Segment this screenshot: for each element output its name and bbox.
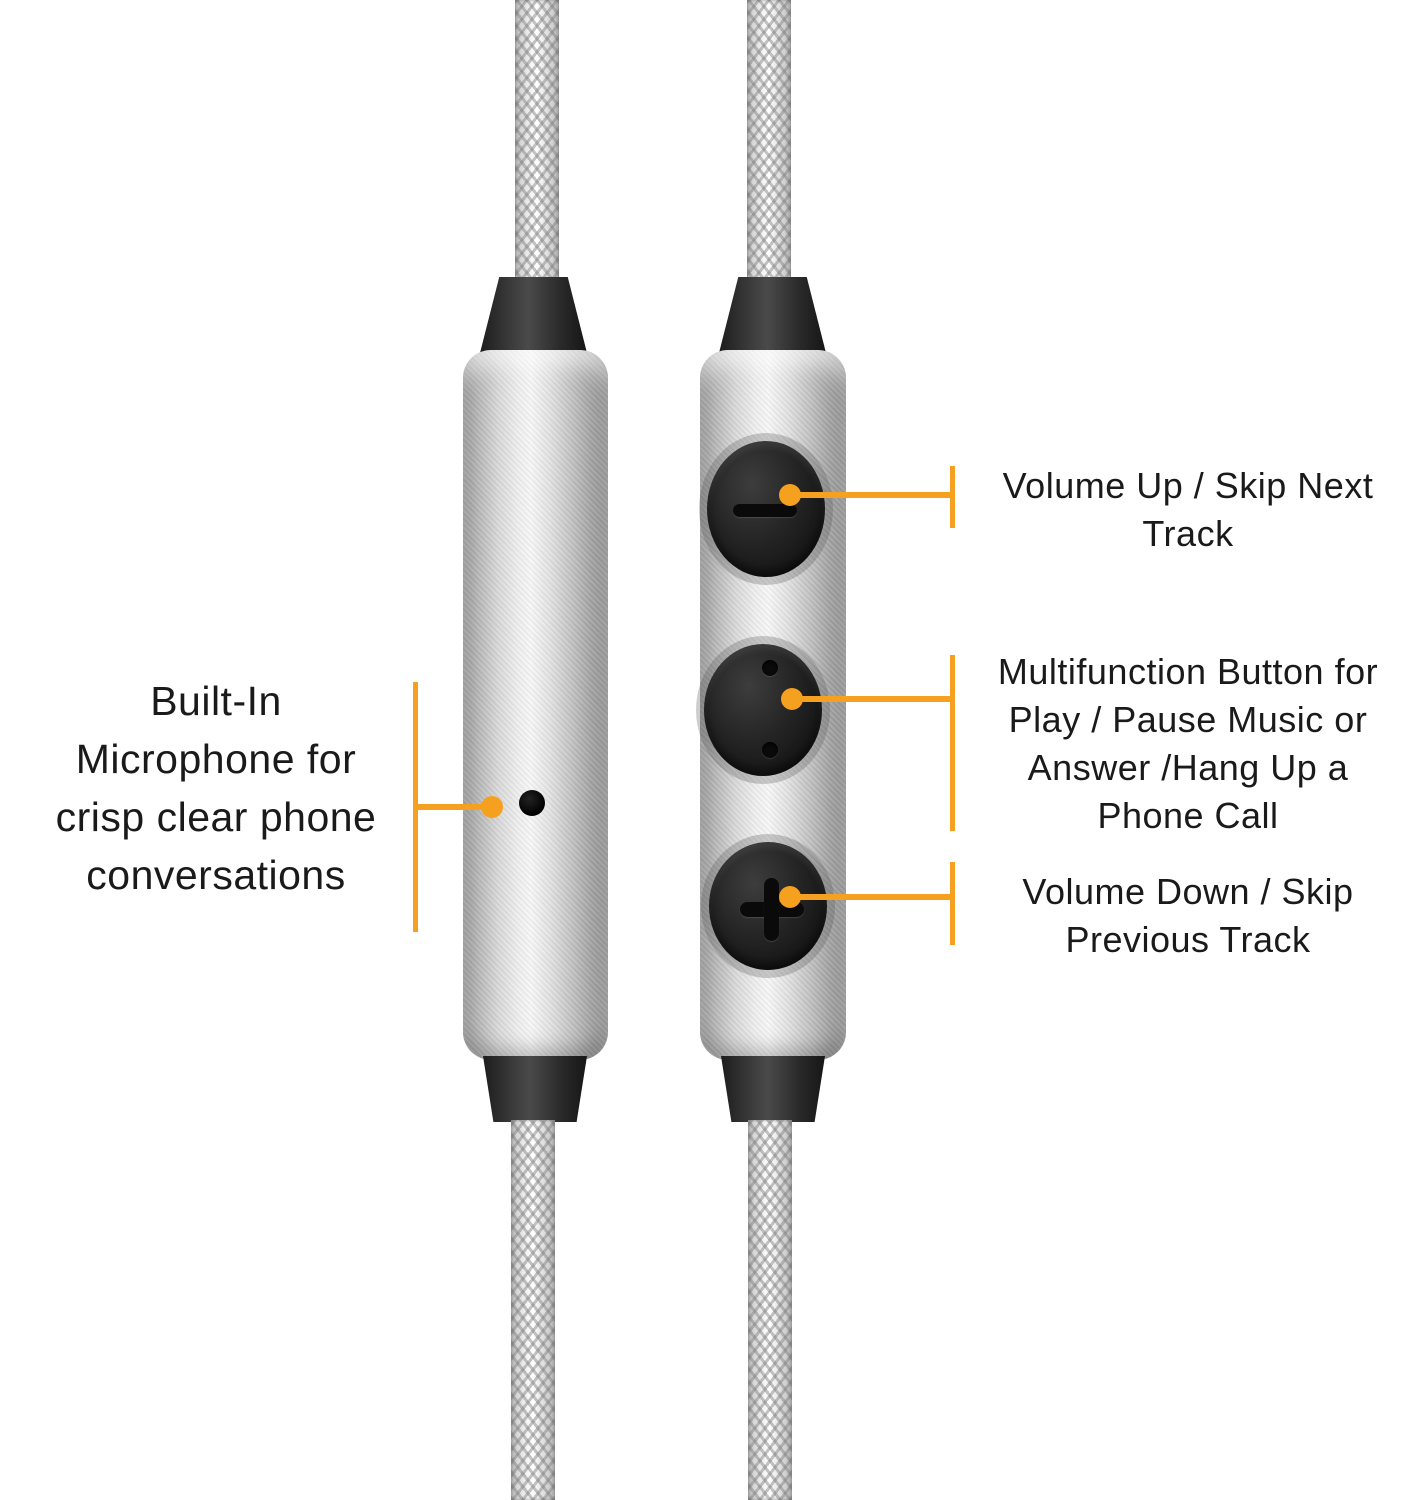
annotation-volume-down-line: Volume Down / Skip <box>1022 871 1354 912</box>
minus-glyph <box>733 504 797 517</box>
annotation-multifunction-line: Answer /Hang Up a <box>1027 747 1349 788</box>
cable-bottom-left <box>511 1120 555 1500</box>
remote-body-left <box>463 350 608 1060</box>
callout-dot-mic <box>481 796 503 818</box>
plus-glyph-vertical <box>764 878 779 941</box>
callout-tick-multifunction <box>950 655 955 831</box>
strain-relief-top-right <box>719 277 826 353</box>
annotation-mic-line: Built-In <box>150 678 282 724</box>
callout-line-mic <box>413 804 485 810</box>
annotation-mic-line: Microphone for <box>75 736 357 782</box>
callout-line-volume-down <box>790 894 950 900</box>
annotation-mic: Built-In Microphone for crisp clear phon… <box>22 672 410 904</box>
annotation-multifunction-line: Phone Call <box>1097 795 1279 836</box>
strain-relief-bottom-left <box>483 1056 587 1122</box>
strain-relief-bottom-right <box>721 1056 825 1122</box>
microphone-hole <box>519 790 545 816</box>
multifunction-button <box>704 644 822 776</box>
annotation-mic-line: crisp clear phone <box>55 794 377 840</box>
volume-down-button <box>709 842 827 970</box>
annotation-volume-up: Volume Up / Skip Next Track <box>978 462 1398 558</box>
callout-line-volume-up <box>790 492 950 498</box>
dot-bottom-glyph <box>762 742 778 758</box>
annotation-multifunction-line: Play / Pause Music or <box>1008 699 1368 740</box>
annotation-volume-down-line: Previous Track <box>1065 919 1311 960</box>
cable-top-left <box>515 0 559 286</box>
annotation-volume-up-line: Volume Up / Skip Next <box>1002 465 1374 506</box>
annotation-multifunction-line: Multifunction Button for <box>997 651 1379 692</box>
annotation-mic-line: conversations <box>86 852 346 898</box>
volume-up-button <box>707 441 825 577</box>
cable-bottom-right <box>748 1120 792 1500</box>
annotation-volume-down: Volume Down / Skip Previous Track <box>978 868 1398 964</box>
annotation-volume-up-line: Track <box>1142 513 1234 554</box>
annotation-multifunction: Multifunction Button for Play / Pause Mu… <box>978 648 1398 840</box>
callout-line-multifunction <box>792 696 950 702</box>
dot-top-glyph <box>762 660 778 676</box>
callout-tick-volume-up <box>950 466 955 528</box>
callout-tick-volume-down <box>950 862 955 945</box>
cable-top-right <box>747 0 791 286</box>
strain-relief-top-left <box>480 277 587 353</box>
